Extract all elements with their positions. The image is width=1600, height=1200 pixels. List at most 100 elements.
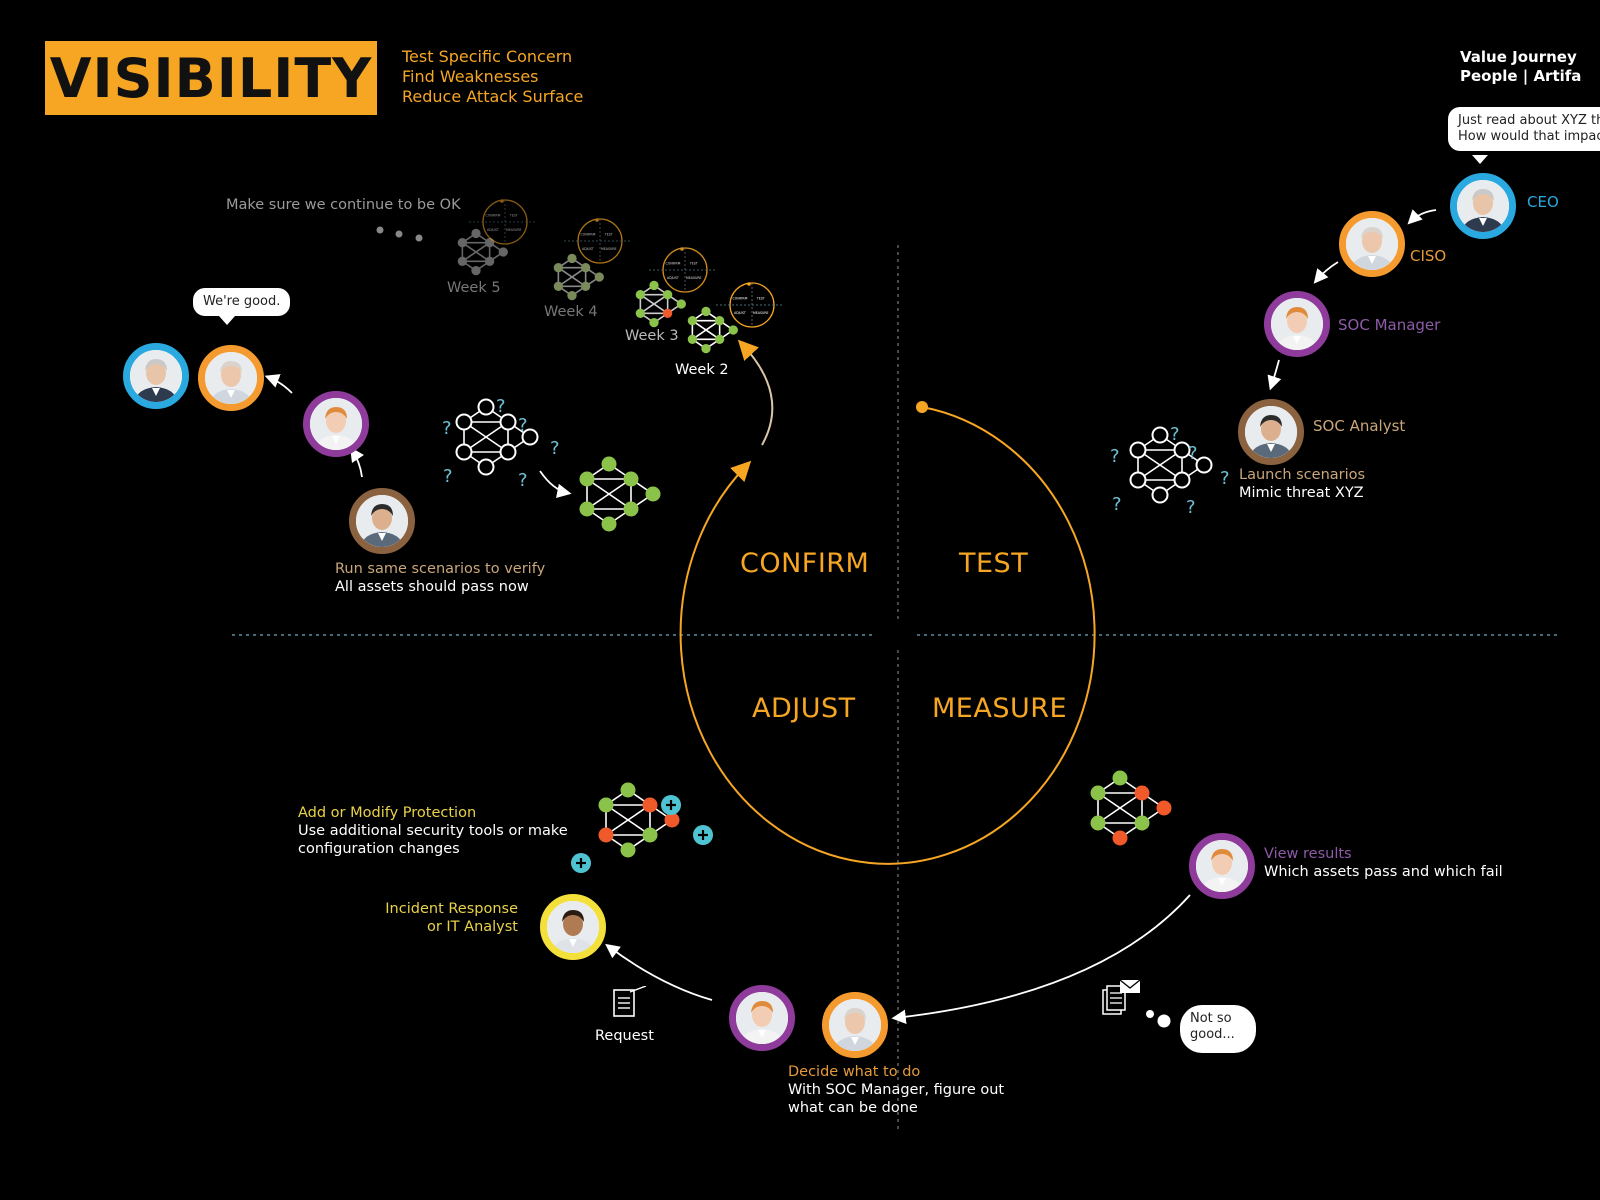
graph-node xyxy=(642,827,658,843)
graph-node xyxy=(662,290,673,300)
question-mark: ? xyxy=(1110,446,1120,467)
graph-node xyxy=(664,812,680,828)
mini-cycle-dot xyxy=(595,218,599,222)
subtitle-line: Reduce Attack Surface xyxy=(402,87,584,106)
ciso-avatar xyxy=(1339,211,1405,277)
good-speech-bubble: We're good. xyxy=(193,288,291,316)
ciso-avatar xyxy=(198,345,264,411)
graph-node xyxy=(455,443,473,461)
mini-cycle-label: CONFIRM xyxy=(665,262,680,266)
person-photo xyxy=(829,999,881,1051)
decide-title: Decide what to do xyxy=(788,1064,921,1080)
question-mark: ? xyxy=(1170,424,1180,445)
ceo-bubble-line: How would that impact xyxy=(1458,129,1600,144)
verify-desc: All assets should pass now xyxy=(335,579,529,595)
graph-edge xyxy=(557,267,587,287)
person-photo xyxy=(1245,406,1297,458)
analyst-to-results-arrow xyxy=(539,470,572,498)
subtitle-block: Test Specific Concern Find Weaknesses Re… xyxy=(402,47,583,107)
graph-node xyxy=(484,238,495,248)
graph-node xyxy=(635,308,646,318)
week-label: Week 5 xyxy=(447,280,501,296)
subtitle-line: Find Weaknesses xyxy=(402,67,539,86)
value-journey-label: Value Journey xyxy=(1460,48,1577,66)
manager-to-analyst-arrow xyxy=(1267,359,1282,391)
graph-node xyxy=(455,413,473,431)
soc-manager-avatar xyxy=(1189,833,1255,899)
launch-title: Launch scenarios xyxy=(1239,467,1366,483)
mini-cycle-label: MEASURE xyxy=(753,311,769,315)
good-bubble-tail xyxy=(219,316,235,325)
week-graph xyxy=(635,280,686,328)
graph-edge xyxy=(461,242,491,262)
unknown-asset-graph xyxy=(455,398,539,476)
graph-node xyxy=(1134,815,1150,831)
soc-manager-avatar xyxy=(729,985,795,1051)
graph-node xyxy=(579,501,595,517)
thought-dot xyxy=(1157,1014,1171,1028)
ir-role-line: or IT Analyst xyxy=(426,919,518,935)
graph-node xyxy=(498,247,508,257)
soc-analyst-avatar xyxy=(349,488,415,554)
person-photo xyxy=(130,350,182,402)
decide-block: Decide what to do With SOC Manager, figu… xyxy=(788,1063,1004,1117)
week-graph xyxy=(553,253,604,301)
mini-cycle-label: CONFIRM xyxy=(580,233,595,237)
graph-node xyxy=(649,317,659,328)
add-protection-desc-line: configuration changes xyxy=(298,841,460,857)
mini-cycle-label: ADJUST xyxy=(582,247,594,251)
graph-node xyxy=(457,238,468,248)
graph-node xyxy=(598,797,614,813)
ir-role-line: Incident Response xyxy=(385,901,518,917)
mini-cycle-label: MEASURE xyxy=(686,276,702,280)
add-protection-title: Add or Modify Protection xyxy=(298,805,477,821)
graph-node xyxy=(728,325,738,335)
mini-cycle-label: ADJUST xyxy=(667,276,679,280)
mini-cycle-label: TEST xyxy=(509,214,518,218)
graph-node xyxy=(1134,785,1150,801)
question-mark: ? xyxy=(443,466,453,487)
mini-cycle-dot xyxy=(500,199,504,203)
graph-node xyxy=(1129,441,1147,459)
mini-cycle-label: TEST xyxy=(689,262,698,266)
add-protection-block: Add or Modify Protection Use additional … xyxy=(298,804,568,858)
mixed-results-graph xyxy=(1090,770,1172,846)
graph-node xyxy=(567,253,577,264)
question-mark: ? xyxy=(1112,494,1122,515)
soc-manager-role-label: SOC Manager xyxy=(1338,316,1441,334)
mini-cycle-label: ADJUST xyxy=(734,311,746,315)
mini-cycle-icon: CONFIRM TEST ADJUST MEASURE xyxy=(649,247,717,293)
graph-node xyxy=(580,263,591,273)
ceo-speech-bubble: Just read about XYZ thr How would that i… xyxy=(1448,107,1600,151)
graph-node xyxy=(601,456,617,472)
graph-node xyxy=(714,334,725,344)
graph-node xyxy=(635,290,646,300)
ceo-avatar xyxy=(123,343,189,409)
graph-node xyxy=(623,471,639,487)
soc-analyst-role-label: SOC Analyst xyxy=(1313,417,1406,435)
question-mark: ? xyxy=(442,418,452,439)
mini-cycle-label: MEASURE xyxy=(506,228,522,232)
adjust-graph xyxy=(598,782,680,858)
mini-cycle-label: CONFIRM xyxy=(485,214,500,218)
soc-manager-avatar xyxy=(303,391,369,457)
cycle-arc xyxy=(679,406,1096,865)
graph-node xyxy=(471,265,481,276)
graph-edge xyxy=(1137,449,1183,481)
graph-node xyxy=(580,281,591,291)
ceo-bubble-line: Just read about XYZ thr xyxy=(1458,113,1600,128)
graph-edge xyxy=(463,421,509,453)
graph-node xyxy=(471,228,481,239)
graph-node xyxy=(1151,426,1169,444)
graph-node xyxy=(594,272,604,282)
decide-desc-line: With SOC Manager, figure out xyxy=(788,1082,1005,1098)
subtitle-line: Test Specific Concern xyxy=(402,47,573,66)
top-right-title: Value Journey People | Artifa xyxy=(1460,48,1600,86)
manager-up-arrow xyxy=(264,374,293,394)
graph-edge xyxy=(639,294,669,314)
page-title: VISIBILITY xyxy=(49,46,373,110)
graph-node xyxy=(662,308,673,318)
title-banner: VISIBILITY xyxy=(45,41,377,115)
graph-node xyxy=(1129,471,1147,489)
